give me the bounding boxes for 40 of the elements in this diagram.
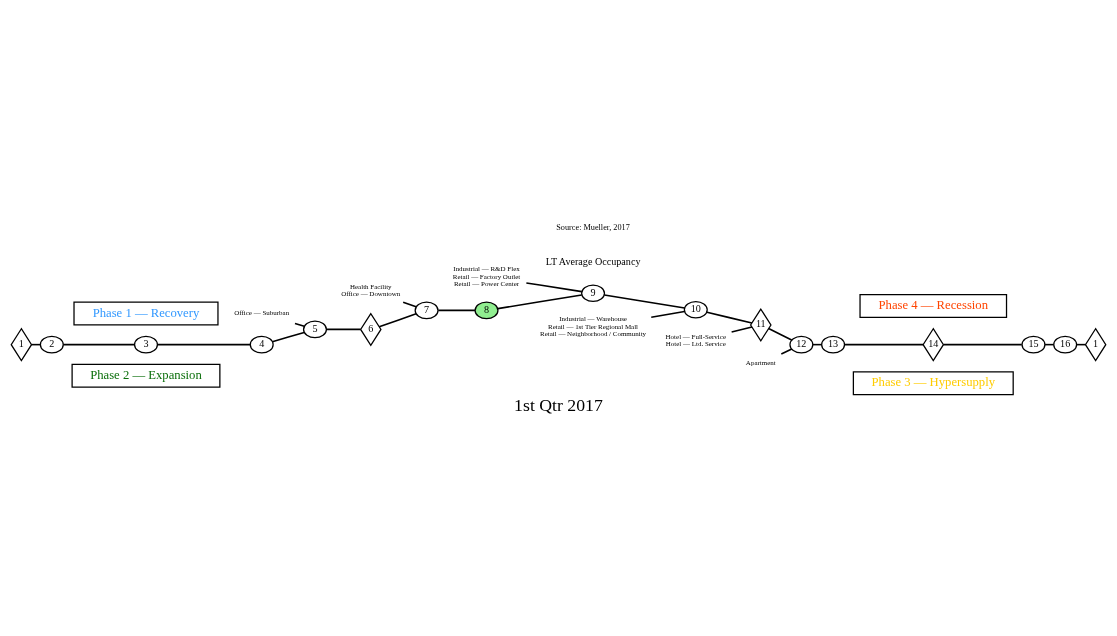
node-diamond: 1 [10, 327, 33, 362]
node-diamond: 6 [359, 312, 382, 347]
node-ellipse: 3 [133, 335, 159, 354]
node-ellipse: 16 [1053, 335, 1078, 354]
connector [603, 294, 686, 309]
connector [378, 313, 417, 328]
connector [62, 343, 136, 346]
node-diamond: 11 [749, 307, 772, 342]
connector [942, 343, 1023, 346]
connector [650, 310, 686, 318]
node-diamond: 1 [1084, 327, 1107, 362]
node-ellipse: 8 [474, 301, 499, 320]
node-box: Phase 2 — Expansion [71, 363, 221, 388]
node-ellipse: 13 [821, 335, 846, 354]
node-ellipse: 9 [581, 284, 606, 303]
connector [437, 309, 476, 312]
node-ellipse: 5 [302, 320, 328, 339]
connector [497, 294, 583, 310]
connector [156, 343, 251, 346]
node-ellipse: 15 [1021, 335, 1046, 354]
node-ellipse: 4 [249, 335, 274, 354]
connector [767, 327, 793, 341]
node-ellipse: 7 [414, 301, 439, 320]
label: LT Average Occupancy [545, 255, 641, 267]
node-box: Phase 1 — Recovery [73, 301, 219, 326]
connector [402, 301, 417, 308]
connector [843, 343, 924, 346]
node-ellipse: 2 [39, 335, 64, 354]
connector [706, 311, 753, 324]
node-ellipse: 10 [683, 300, 708, 319]
node-diamond: 14 [922, 327, 945, 362]
node-box: Phase 4 — Recession [859, 293, 1008, 318]
node-ellipse: 12 [789, 335, 814, 354]
connector [271, 331, 305, 343]
diagram-title: 1st Qtr 2017 [514, 395, 603, 416]
node-box: Phase 3 — Hypersupply [852, 371, 1014, 396]
connector [294, 322, 306, 328]
connector [325, 328, 362, 331]
connector [730, 326, 753, 333]
connector [525, 282, 583, 293]
